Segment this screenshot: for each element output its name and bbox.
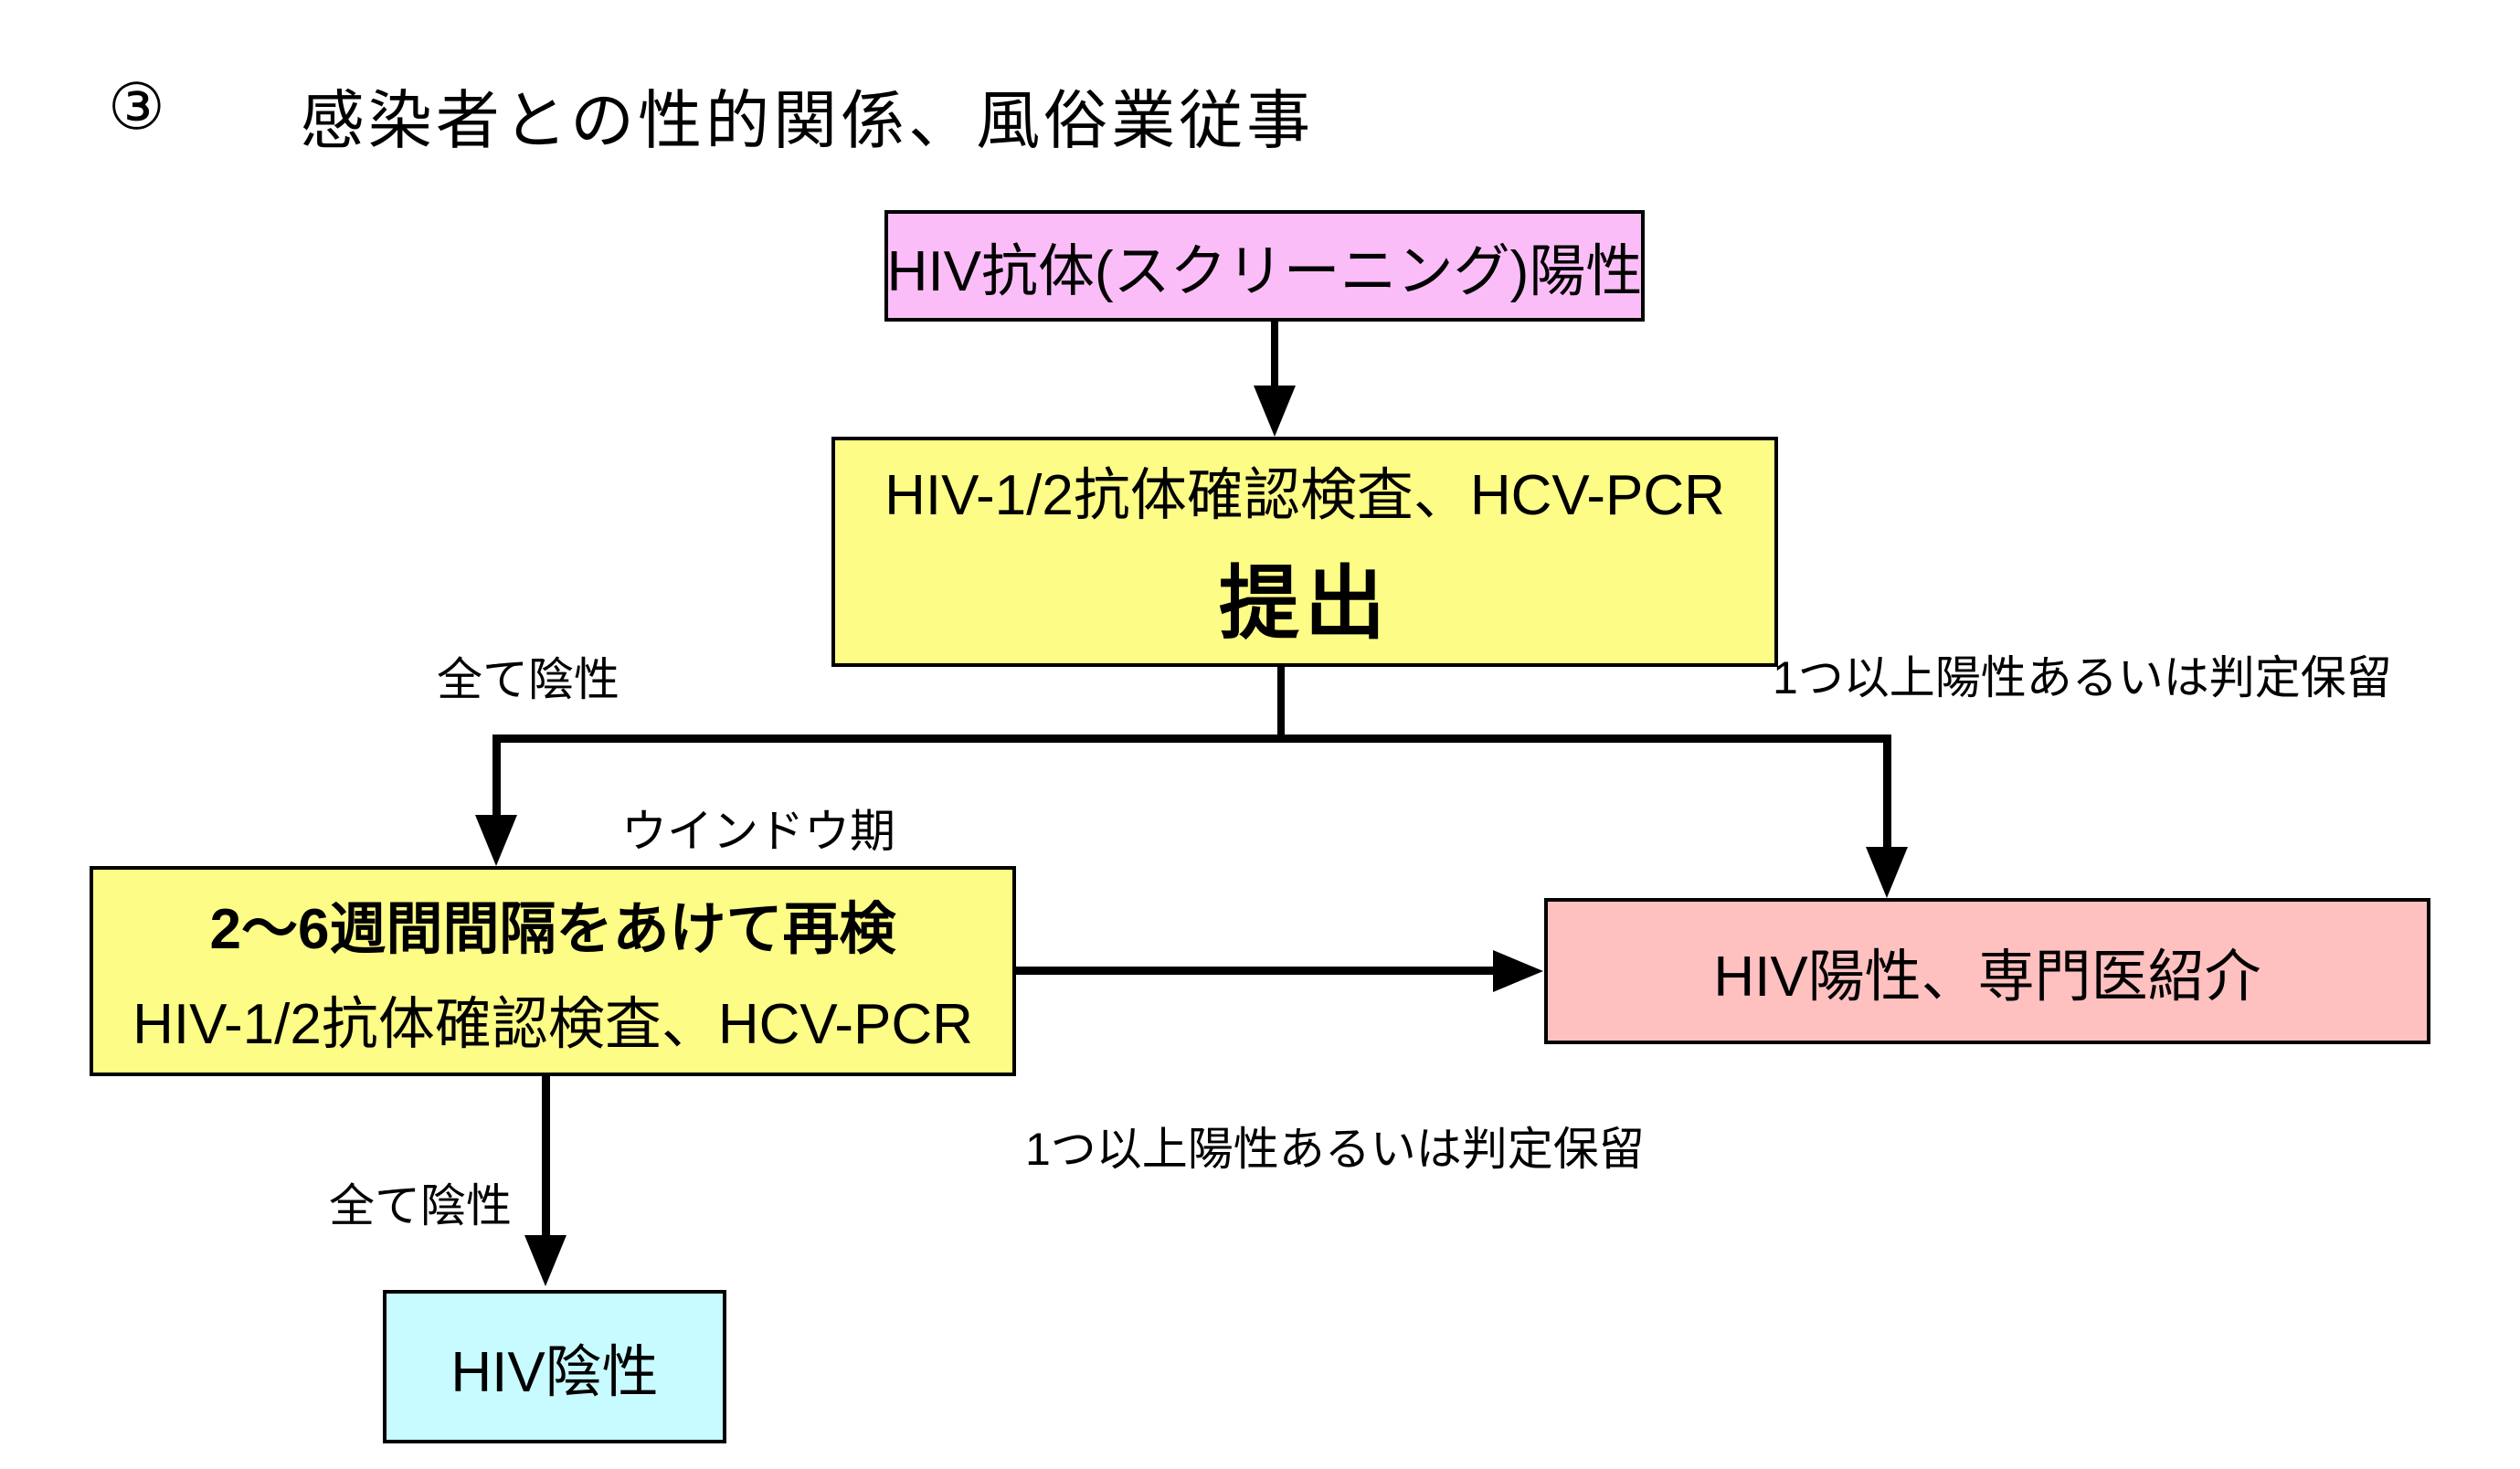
node-confirm-test-line2: 提出 xyxy=(1218,558,1391,649)
edge-label-all-negative-bottom: 全て陰性 xyxy=(329,1180,512,1231)
node-retest: 2〜6週間間隔をあけて再検 HIV-1/2抗体確認検査、HCV-PCR xyxy=(90,866,1016,1076)
edge-confirm-branch-horizontal xyxy=(492,734,1890,743)
arrowhead-down-icon xyxy=(1866,847,1908,898)
arrowhead-down-icon xyxy=(524,1235,566,1286)
edge-screening-to-confirm-shaft xyxy=(1271,318,1278,387)
node-hiv-positive-label: HIV陽性、専門医紹介 xyxy=(1713,946,2261,1009)
edge-label-positive-or-hold-bottom: 1つ以上陽性あるいは判定保留 xyxy=(1025,1124,1645,1175)
node-confirm-test-line1: HIV-1/2抗体確認検査、HCV-PCR xyxy=(884,464,1725,527)
node-confirm-test: HIV-1/2抗体確認検査、HCV-PCR 提出 xyxy=(831,437,1778,667)
edge-branch-right-vertical xyxy=(1883,734,1891,847)
arrowhead-down-icon xyxy=(1254,386,1296,437)
node-hiv-negative: HIV陰性 xyxy=(383,1290,726,1443)
node-hiv-negative-label: HIV陰性 xyxy=(450,1341,659,1404)
page-title: ③ 感染者との性的関係、風俗業従事 xyxy=(108,69,1314,162)
edge-branch-left-vertical xyxy=(492,734,501,815)
edge-label-positive-or-hold-top: 1つ以上陽性あるいは判定保留 xyxy=(1773,652,2392,703)
node-hiv-positive: HIV陽性、専門医紹介 xyxy=(1544,898,2430,1044)
node-retest-line2: HIV-1/2抗体確認検査、HCV-PCR xyxy=(132,993,973,1056)
arrowhead-down-icon xyxy=(475,815,517,866)
edge-confirm-branch-stem xyxy=(1277,665,1285,740)
edge-label-window-period: ウインドウ期 xyxy=(621,806,895,857)
edge-retest-to-positive-shaft xyxy=(1014,967,1493,975)
arrowhead-right-icon xyxy=(1493,950,1543,992)
node-screening-positive: HIV抗体(スクリーニング)陽性 xyxy=(884,210,1645,322)
edge-label-all-negative-top: 全て陰性 xyxy=(437,654,619,705)
title-number: ③ xyxy=(108,71,165,143)
node-retest-line1: 2〜6週間間隔をあけて再検 xyxy=(209,898,896,961)
node-screening-positive-label: HIV抗体(スクリーニング)陽性 xyxy=(886,240,1643,303)
title-text: 感染者との性的関係、風俗業従事 xyxy=(300,85,1315,156)
edge-retest-to-negative-shaft xyxy=(542,1074,550,1235)
